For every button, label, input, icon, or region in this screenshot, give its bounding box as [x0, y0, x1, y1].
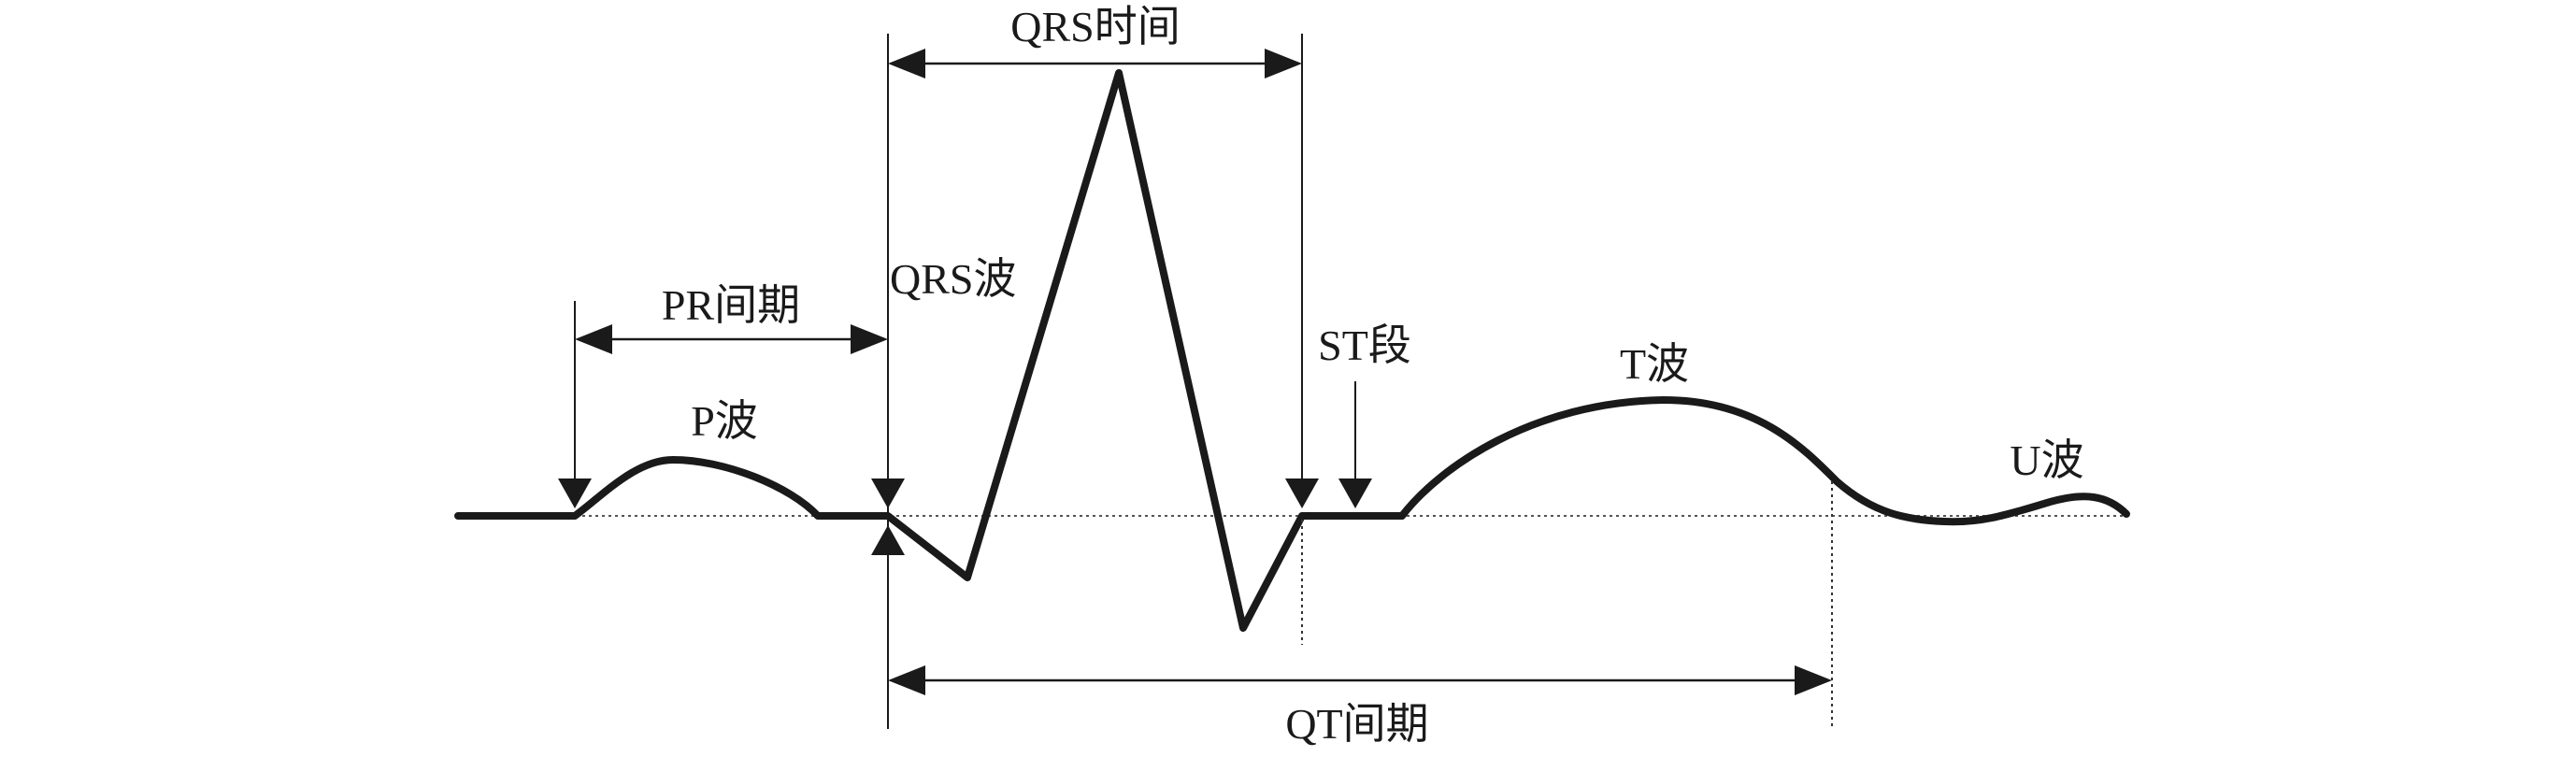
pr-start-arrowhead [558, 478, 592, 508]
qrs-duration-label: QRS时间 [1010, 3, 1180, 50]
pr-interval-left-arrowhead [575, 324, 612, 354]
qt-interval-right-arrowhead [1795, 665, 1832, 695]
st-pointer-arrowhead [1338, 478, 1372, 508]
qrs-start-arrowhead [871, 478, 905, 508]
qt-interval-left-arrowhead [888, 665, 925, 695]
ecg-trace [454, 69, 2130, 632]
pr-interval-right-arrowhead [851, 324, 888, 354]
qrs-duration-right-arrowhead [1265, 49, 1302, 79]
qrs-duration-left-arrowhead [888, 49, 925, 79]
qrs-end-arrowhead [1285, 478, 1319, 508]
u-wave-label: U波 [2010, 436, 2083, 484]
qrs-start-up-arrowhead [871, 525, 905, 555]
qrs-wave-label: QRS波 [890, 255, 1016, 303]
pr-interval-label: PR间期 [662, 281, 800, 329]
t-wave-label: T波 [1620, 340, 1689, 388]
p-wave-label: P波 [691, 397, 758, 445]
st-segment-label: ST段 [1318, 321, 1411, 369]
qt-interval-label: QT间期 [1285, 700, 1428, 748]
